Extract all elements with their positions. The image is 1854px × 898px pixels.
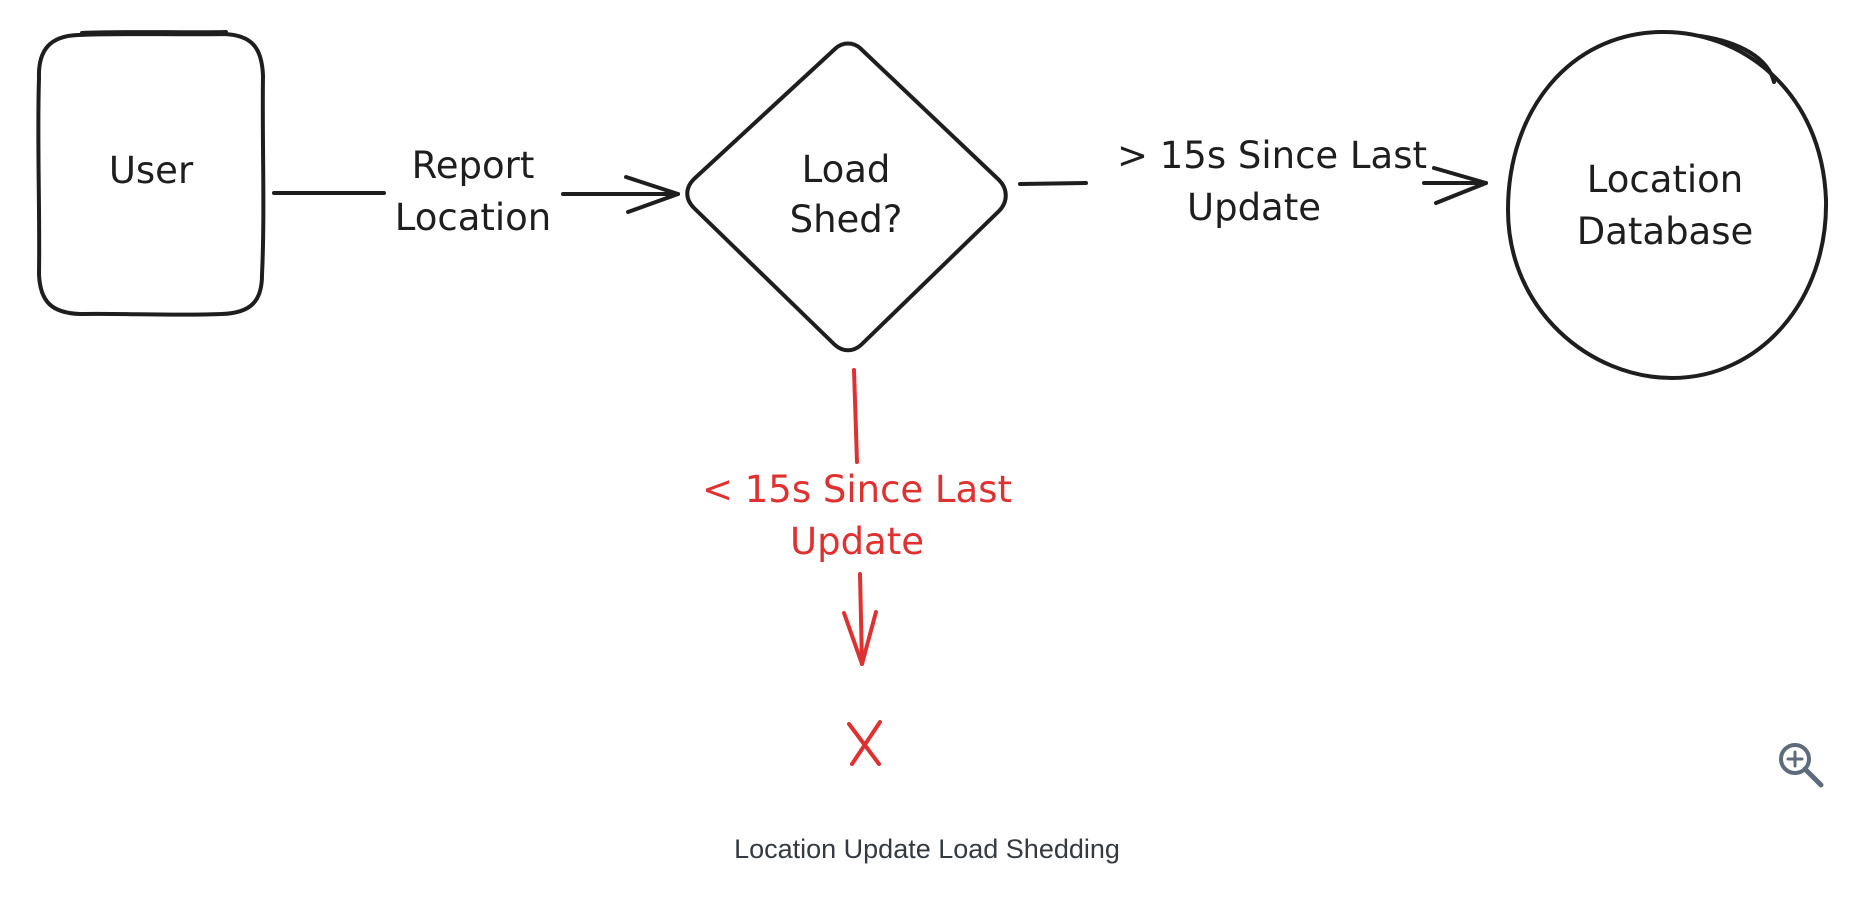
rejected-x-marker xyxy=(847,720,882,766)
node-user: User xyxy=(36,30,266,317)
node-location-database-shape-overstroke xyxy=(1698,34,1776,84)
node-load-shed-shape xyxy=(685,41,1008,353)
edge-accepted-arrowhead xyxy=(1432,166,1488,205)
edge-report-location: Report Location xyxy=(272,144,680,239)
node-user-label: User xyxy=(109,149,194,192)
edge-rejected-label-line1: < 15s Since Last xyxy=(702,468,1012,511)
node-load-shed: Load Shed? xyxy=(685,41,1008,353)
edge-rejected-arrowhead xyxy=(842,610,878,666)
edge-accepted: > 15s Since Last Update xyxy=(1018,134,1488,229)
edge-rejected-line-end xyxy=(858,572,864,666)
node-location-database-label-line2: Database xyxy=(1577,210,1754,253)
node-load-shed-label-line1: Load xyxy=(802,148,891,191)
edge-accepted-label-line1: > 15s Since Last xyxy=(1117,134,1427,177)
node-location-database-shape xyxy=(1506,29,1829,380)
node-user-shape-overstroke xyxy=(80,30,228,35)
edge-accepted-label-line2: Update xyxy=(1187,186,1321,229)
edge-report-location-label-line2: Location xyxy=(395,196,552,239)
edge-report-location-label-line1: Report xyxy=(412,144,535,187)
zoom-in-button[interactable] xyxy=(1776,740,1828,792)
edge-rejected-label-line2: Update xyxy=(790,520,924,563)
edge-accepted-line-start xyxy=(1018,181,1088,186)
edge-rejected: < 15s Since Last Update xyxy=(702,368,1012,666)
node-location-database: Location Database xyxy=(1506,29,1829,380)
node-user-shape xyxy=(36,32,266,317)
diagram-caption: Location Update Load Shedding xyxy=(734,834,1120,864)
rejected-x-stroke-2 xyxy=(850,720,882,766)
node-load-shed-label-line2: Shed? xyxy=(790,198,903,241)
edge-rejected-line-start xyxy=(852,368,859,464)
node-location-database-label-line1: Location xyxy=(1587,158,1744,201)
zoom-in-icon xyxy=(1779,743,1824,788)
edge-report-location-arrowhead xyxy=(624,175,680,214)
